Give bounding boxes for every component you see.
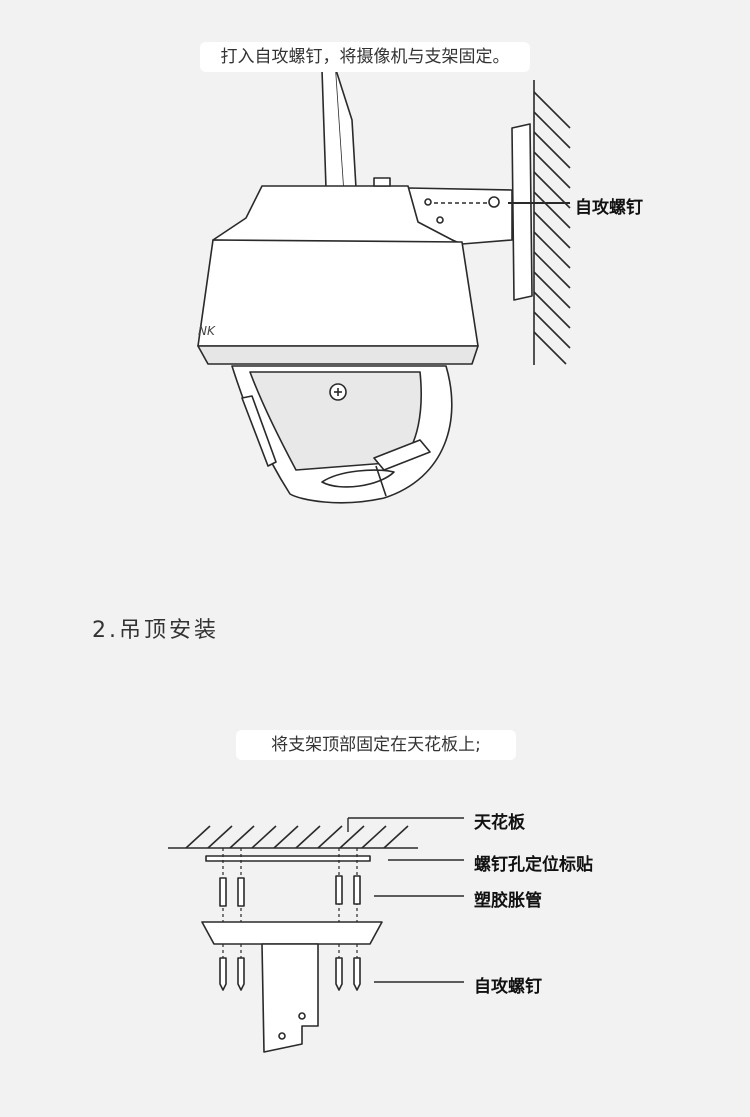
- ceiling-screw-label: 自攻螺钉: [474, 977, 542, 997]
- ceiling-bracket-arm: [261, 943, 319, 1053]
- ceiling-mount-caption: 将支架顶部固定在天花板上;: [236, 730, 516, 760]
- sticker-label: 螺钉孔定位标贴: [474, 855, 593, 875]
- ceiling-bracket-plate: [201, 921, 383, 945]
- brand-text: NK: [198, 324, 215, 338]
- anchor-label: 塑胶胀管: [474, 891, 542, 911]
- wall-bracket: [511, 123, 533, 301]
- self-tapping-screws: [219, 957, 361, 991]
- locating-sticker: [205, 855, 371, 862]
- wall-screw-label: 自攻螺钉: [575, 198, 643, 218]
- ceiling-mount-heading: 2.吊顶安装: [92, 618, 219, 643]
- plastic-anchors: [219, 875, 361, 907]
- wall-hatching: [533, 80, 571, 365]
- camera-housing: [197, 239, 479, 347]
- wall-mount-caption: 打入自攻螺钉，将摄像机与支架固定。: [200, 42, 530, 72]
- ceiling-label: 天花板: [474, 813, 525, 833]
- ceiling-hatching: [168, 825, 418, 849]
